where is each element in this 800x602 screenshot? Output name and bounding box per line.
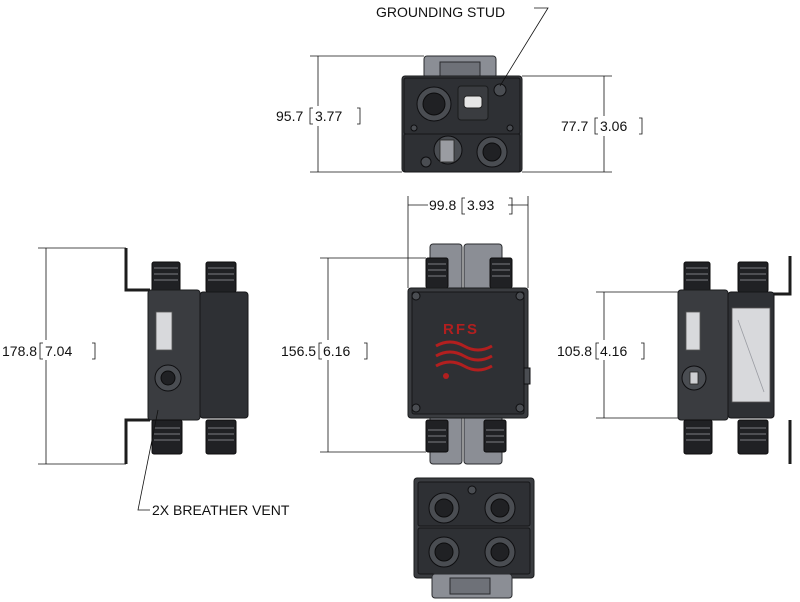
- svg-text:3.93: 3.93: [467, 197, 494, 213]
- grounding-stud-callout: GROUNDING STUD: [376, 4, 549, 87]
- right-side-view: [677, 256, 792, 464]
- svg-text:3.77: 3.77: [315, 108, 342, 124]
- svg-text:4.16: 4.16: [600, 343, 627, 359]
- top-view: [401, 55, 523, 173]
- svg-text:7.04: 7.04: [45, 343, 72, 359]
- front-view: RFS: [407, 243, 531, 465]
- svg-text:95.7: 95.7: [276, 108, 303, 124]
- grounding-stud-icon: [493, 83, 507, 97]
- svg-text:77.7: 77.7: [561, 118, 588, 134]
- svg-text:156.5: 156.5: [281, 343, 316, 359]
- breather-vent-label: 2X BREATHER VENT: [152, 502, 290, 518]
- dim-width: 99.8 3.93: [407, 196, 529, 288]
- grounding-stud-label: GROUNDING STUD: [376, 4, 505, 20]
- bottom-view: [413, 477, 535, 599]
- svg-text:6.16: 6.16: [323, 343, 350, 359]
- dim-top-body-height: 77.7 3.06: [522, 75, 643, 173]
- svg-text:178.8: 178.8: [2, 343, 37, 359]
- dim-top-height: 95.7 3.77: [276, 55, 424, 173]
- dim-front-height: 156.5 6.16: [281, 257, 426, 453]
- left-side-view: [124, 248, 249, 464]
- svg-text:105.8: 105.8: [557, 343, 592, 359]
- svg-text:99.8: 99.8: [429, 197, 456, 213]
- breather-vent-callout: 2X BREATHER VENT: [137, 409, 290, 518]
- svg-text:3.06: 3.06: [600, 118, 627, 134]
- dim-left-height: 178.8 7.04: [2, 247, 126, 465]
- rfs-logo: RFS: [443, 321, 479, 338]
- dim-right-height: 105.8 4.16: [557, 291, 678, 419]
